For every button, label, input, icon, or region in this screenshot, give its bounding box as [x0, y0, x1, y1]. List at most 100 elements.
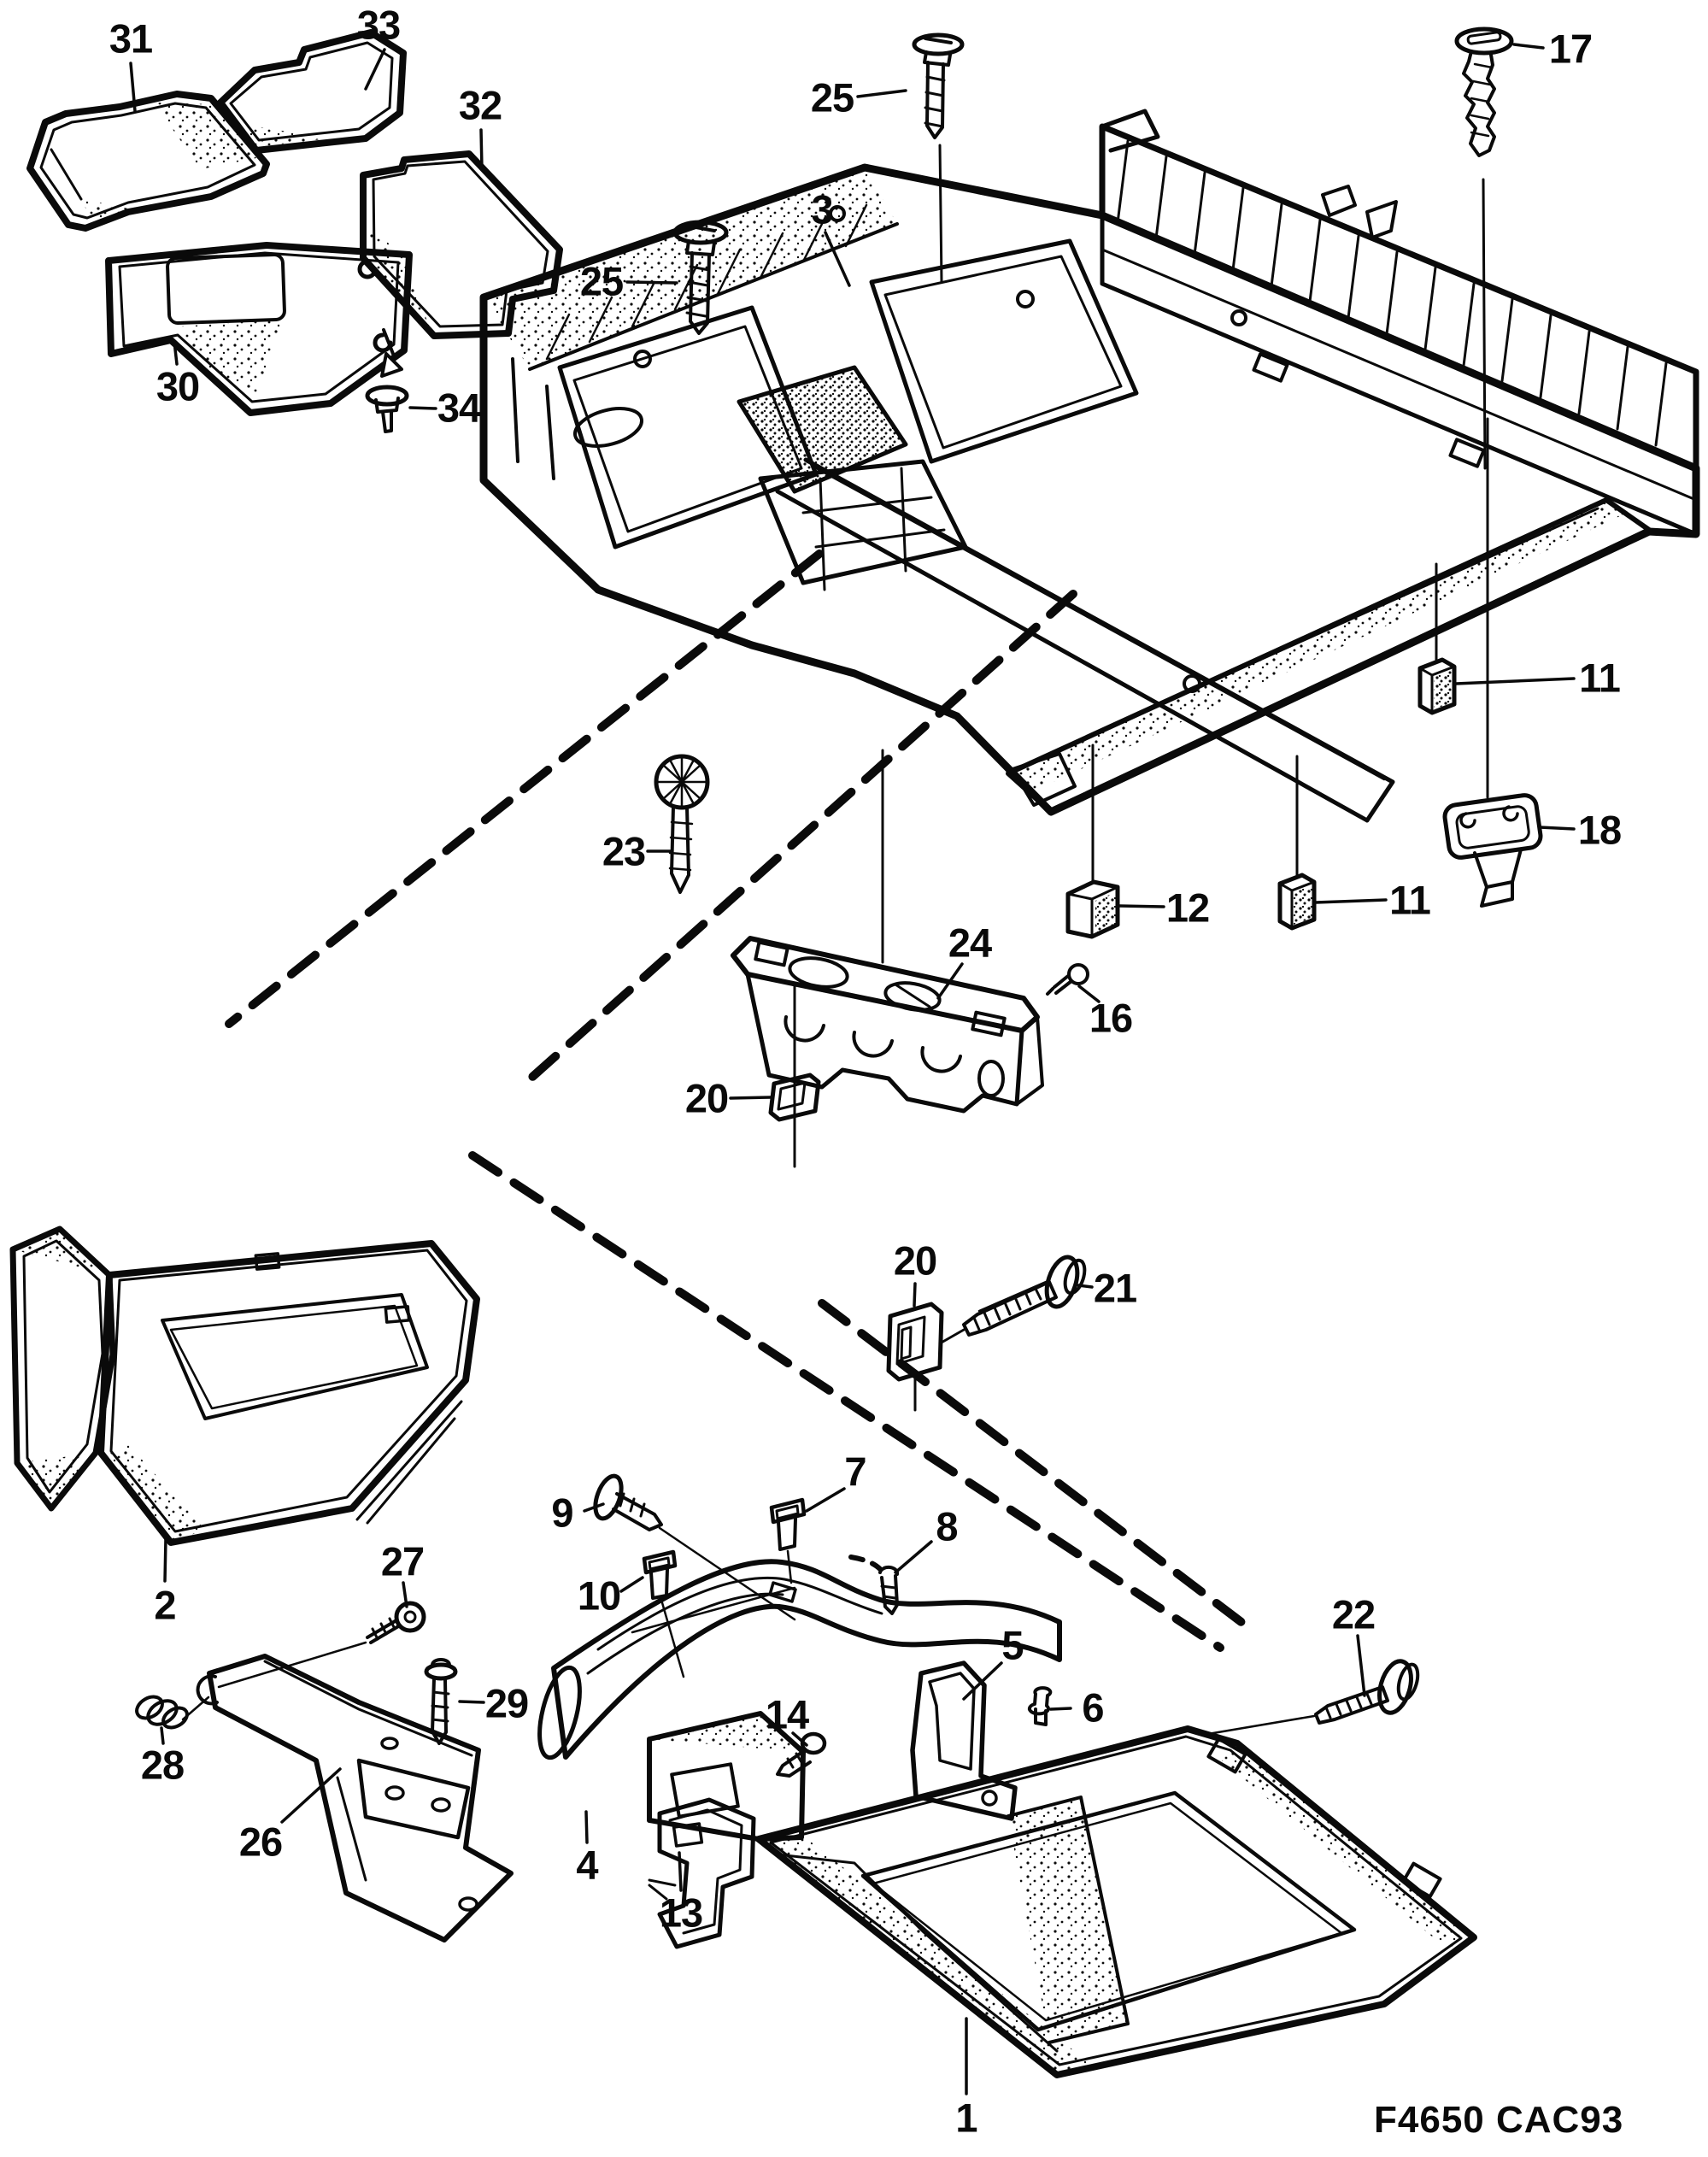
- floor-carpet-art: [479, 163, 1700, 823]
- callout-grommet: 28: [140, 1742, 185, 1788]
- callout-retainer-plate: 18: [1577, 807, 1622, 853]
- clip-screw-art: [962, 1255, 1087, 1337]
- floor-mat-driver-art: [105, 242, 413, 416]
- callout-spacer-block-lower: 11: [1389, 877, 1431, 923]
- callout-sill-trim: 4: [576, 1842, 598, 1888]
- callout-support-bracket-lower: 26: [238, 1819, 283, 1865]
- carpet-nail-art: [654, 754, 710, 894]
- leader-panel-screw: [1356, 1634, 1366, 1697]
- retainer-plate-art: [1442, 793, 1543, 908]
- leader-retainer-plate: [1538, 826, 1576, 831]
- stud-art: [1027, 1686, 1053, 1726]
- callout-rear-panel-screw: 17: [1548, 26, 1593, 72]
- callout-foam-block-cube: 12: [1165, 885, 1210, 931]
- sill-trim-art: [537, 1559, 1062, 1760]
- leader-bracket-bolt: [1077, 984, 1101, 1003]
- callout-clip-lower: 20: [893, 1237, 937, 1284]
- callout-pivot-screw: 27: [380, 1538, 425, 1584]
- floor-mat-front-left-art: [26, 91, 270, 232]
- leader-clip-upper: [729, 1096, 772, 1100]
- callout-panel-screw: 22: [1331, 1591, 1376, 1637]
- expander-plug-a-art: [769, 1497, 807, 1584]
- leader-insulation-tray-left: [163, 1537, 167, 1583]
- bracket-bolt-art: [1046, 963, 1089, 996]
- support-bracket-lower-art: [196, 1654, 514, 1942]
- callout-spacer-block-upper: 11: [1579, 655, 1621, 701]
- callout-expander-plug-b: 10: [577, 1572, 621, 1619]
- leader-clip-lower: [913, 1282, 917, 1308]
- leader-floor-mat-rear-left: [479, 128, 484, 171]
- callout-clip-upper: 20: [684, 1075, 729, 1121]
- expander-plug-b-art: [642, 1549, 685, 1678]
- clamp-screw-art: [776, 1731, 827, 1778]
- leader-spacer-block-lower: [1314, 898, 1388, 904]
- clip-upper-art: [768, 1073, 821, 1122]
- insulation-tray-right-art: [647, 1711, 1477, 2078]
- rear-panel-screw-art: [1454, 26, 1514, 157]
- support-bracket-art: [731, 936, 1044, 1114]
- mat-fastener-arrow-icon: [380, 328, 403, 378]
- callout-angle-bracket: 5: [1001, 1622, 1024, 1668]
- callout-floor-carpet: 3: [811, 186, 833, 232]
- leader-sill-trim: [584, 1810, 589, 1844]
- callout-mat-fastener: 34: [437, 385, 481, 431]
- rear-bulkhead-panel-art: [1099, 109, 1699, 537]
- callout-floor-mat-rear-right: 33: [356, 2, 401, 48]
- foam-block-cube-art: [1065, 879, 1120, 939]
- callout-small-screw: 8: [936, 1503, 958, 1549]
- clip-lower-art: [886, 1302, 966, 1382]
- callout-carpet-screw-left: 25: [579, 258, 624, 304]
- callout-floor-mat-driver: 30: [156, 363, 200, 409]
- leader-clamp-screw: [791, 1731, 808, 1747]
- leader-carpet-screw-top: [856, 89, 907, 98]
- bracket-screw-art: [424, 1658, 458, 1745]
- carpet-screw-top-art: [912, 32, 965, 139]
- grommet-art: [135, 1695, 210, 1730]
- figure-code: F4650 CAC93: [1374, 2099, 1624, 2141]
- callout-leader-lines: [129, 43, 1576, 2095]
- leader-support-bracket: [936, 962, 964, 1000]
- leader-small-screw: [894, 1540, 933, 1574]
- callout-clamp-screw: 14: [765, 1691, 809, 1737]
- hanger-lines: [793, 144, 1489, 1412]
- callout-clamp-bracket: 13: [659, 1890, 703, 1936]
- callout-bracket-screw: 29: [484, 1680, 529, 1726]
- callout-floor-mat-front-left: 31: [109, 15, 153, 62]
- callout-floor-mat-rear-left: 32: [458, 82, 502, 128]
- spacer-block-lower-art: [1277, 873, 1317, 931]
- mat-fastener-art: [365, 385, 409, 433]
- panel-screw-art: [1201, 1659, 1420, 1737]
- leader-grommet: [160, 1726, 165, 1745]
- insulation-tray-left-art: [9, 1225, 480, 1546]
- leader-clip-screw: [1077, 1284, 1094, 1289]
- leader-floor-mat-rear-right: [364, 48, 386, 91]
- leader-floor-mat-front-left: [129, 62, 137, 113]
- leader-pivot-screw: [402, 1581, 408, 1608]
- leader-floor-mat-driver: [173, 340, 179, 366]
- callout-insulation-tray-left: 2: [154, 1582, 176, 1628]
- alignment-dashed-lines: [225, 550, 1250, 1652]
- leader-spacer-block-upper: [1454, 677, 1576, 685]
- leader-foam-block-cube: [1118, 904, 1165, 908]
- pivot-screw-art: [217, 1601, 426, 1689]
- spacer-block-upper-art: [1417, 657, 1457, 715]
- leader-washer-screw: [583, 1502, 605, 1513]
- carpet-screw-left-art: [672, 220, 729, 335]
- leader-expander-plug-b: [619, 1576, 644, 1593]
- washer-screw-art: [593, 1473, 796, 1621]
- callout-stud: 6: [1082, 1684, 1104, 1731]
- leader-carpet-screw-left: [625, 280, 678, 285]
- callout-bracket-bolt: 16: [1089, 995, 1133, 1041]
- callout-carpet-screw-top: 25: [810, 74, 854, 120]
- floor-mat-rear-right-art: [217, 29, 407, 154]
- leader-angle-bracket: [962, 1661, 1003, 1701]
- callout-insulation-tray-right: 1: [955, 2095, 977, 2141]
- leader-support-bracket-lower: [280, 1767, 342, 1824]
- callout-carpet-nail: 23: [602, 828, 646, 874]
- callout-washer-screw: 9: [551, 1490, 573, 1536]
- leader-rear-panel-screw: [1512, 43, 1545, 50]
- callout-support-bracket: 24: [948, 920, 992, 966]
- leader-clamp-bracket: [678, 1851, 683, 1892]
